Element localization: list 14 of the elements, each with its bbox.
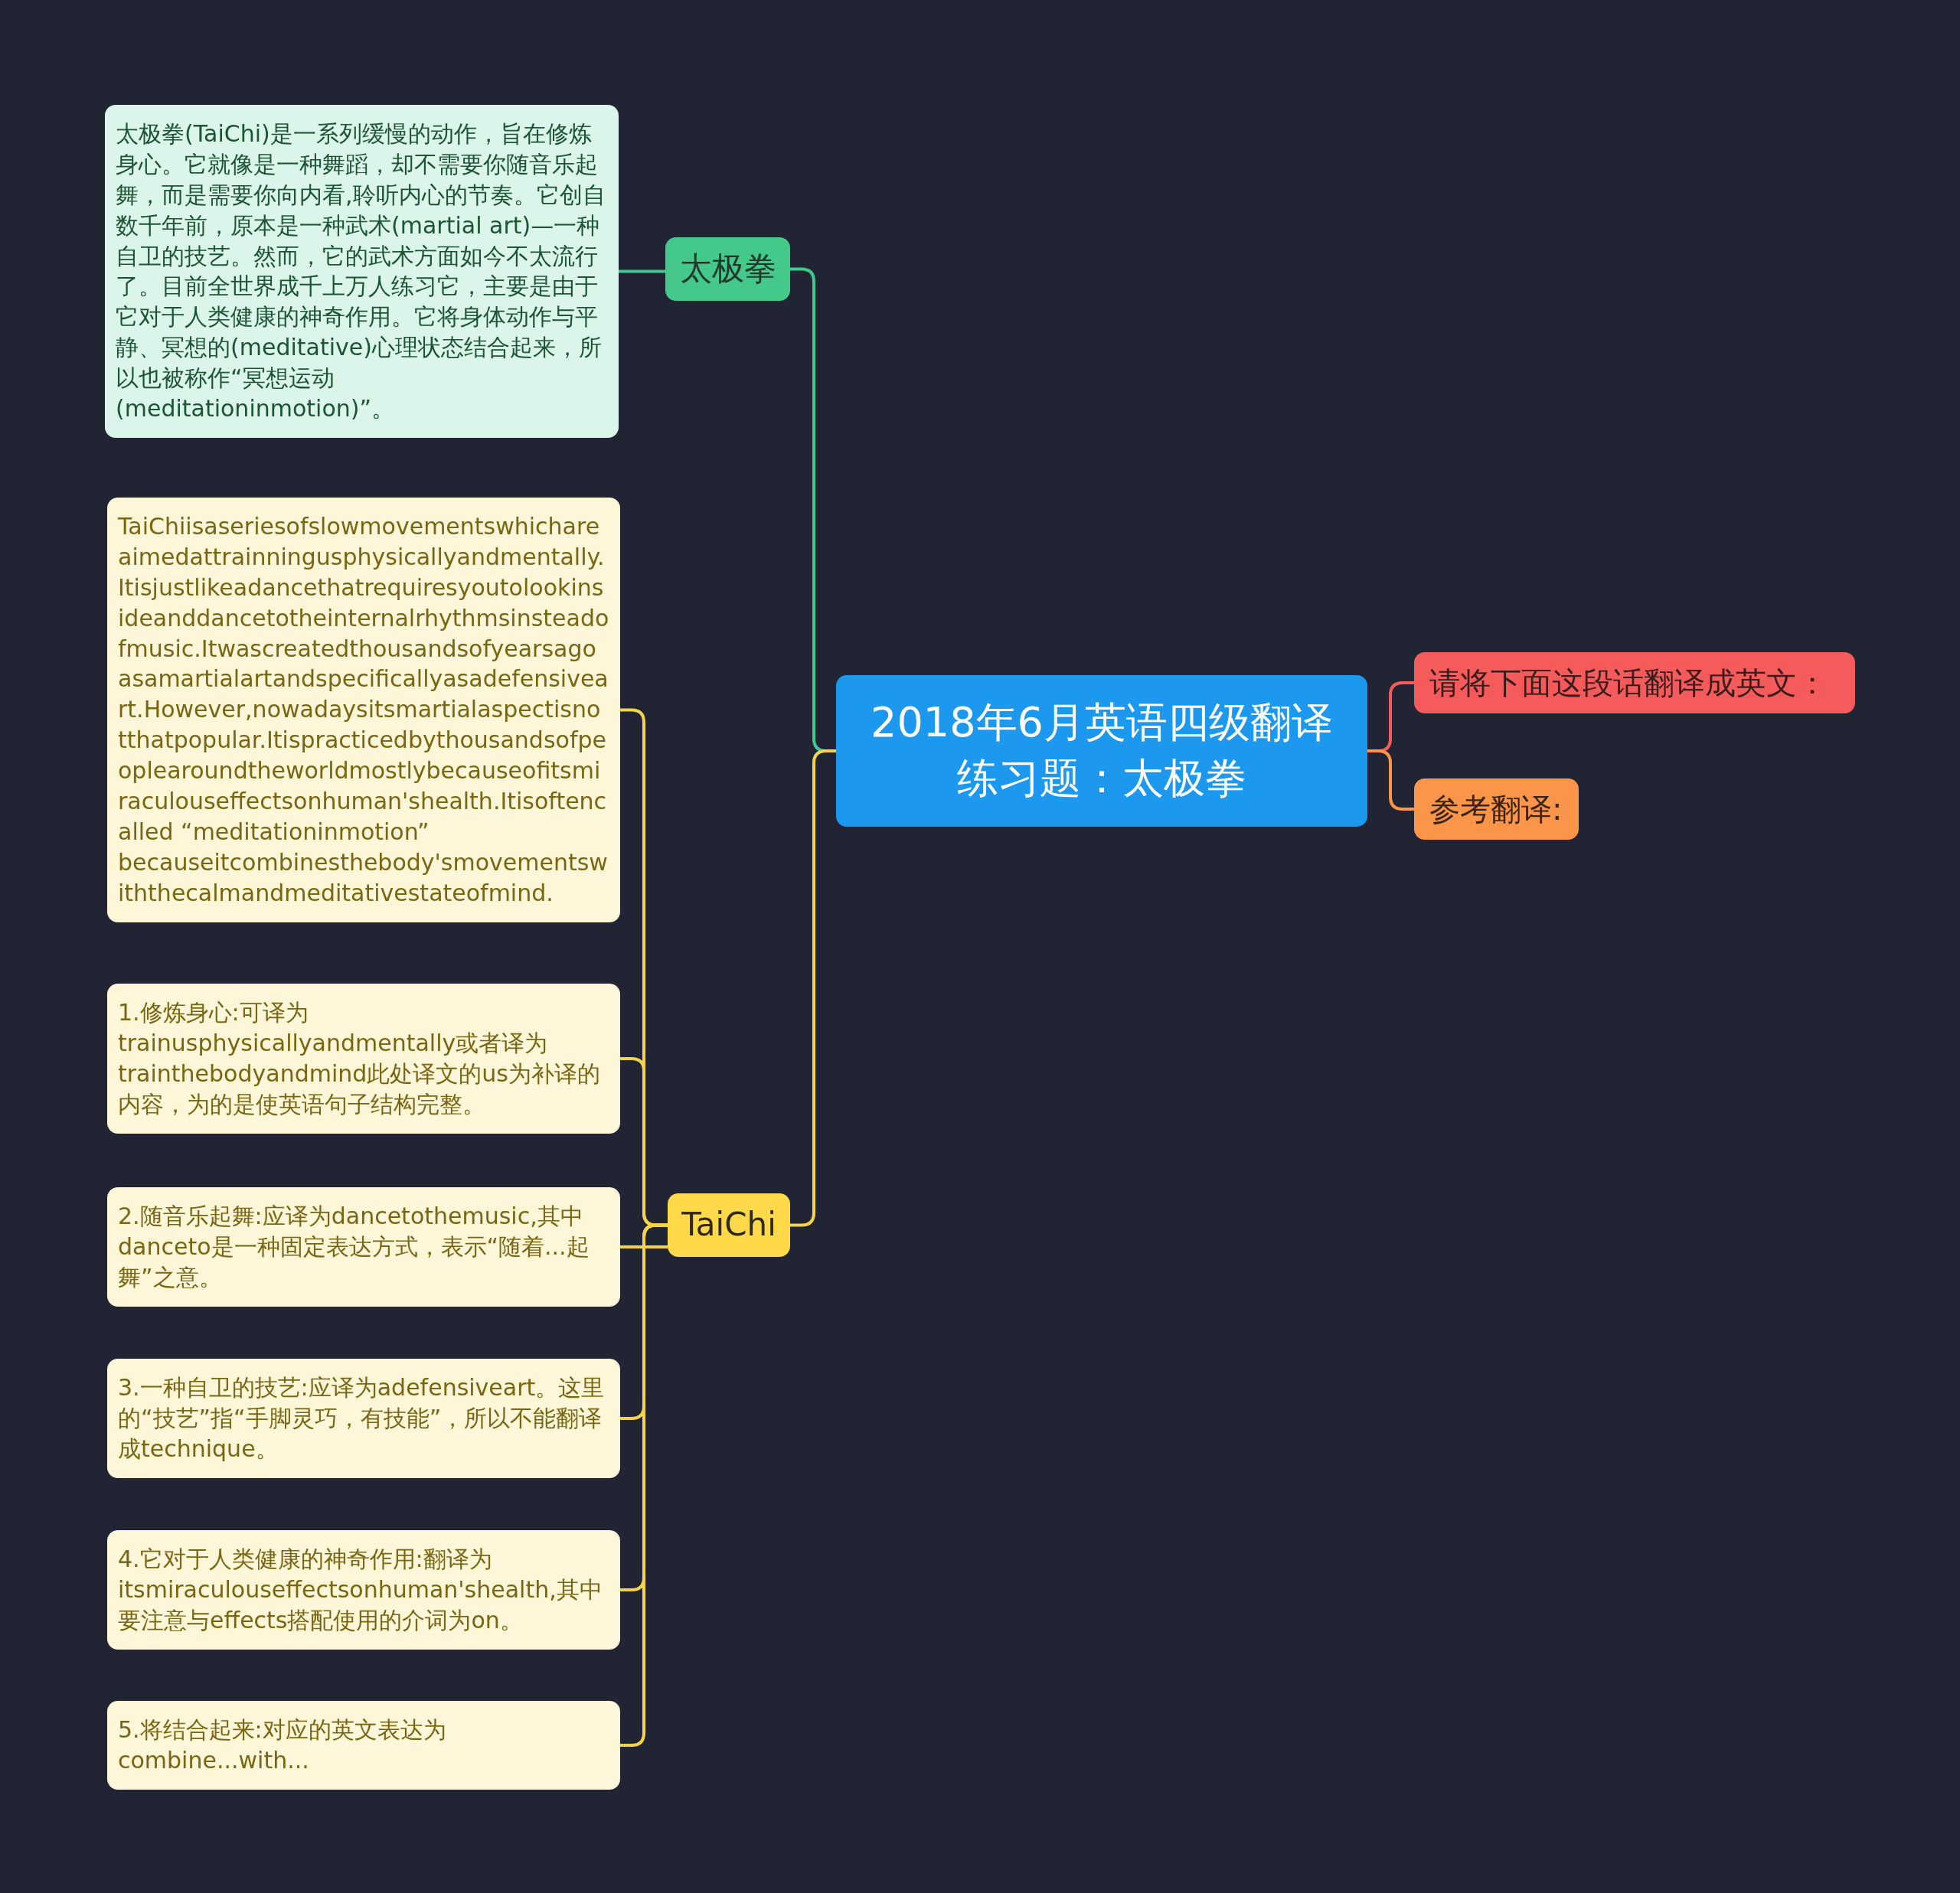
note-box: 太极拳(TaiChi)是一系列缓慢的动作，旨在修炼身心。它就像是一种舞蹈，却不需要你随音乐起舞，而是需要你向内看,聆听内心的节奏。它创自数千年前，原本是一种武术(martial art)—一种自卫的技艺。然而，它的武术方面如今不太流行了。目前全世界成千上万人练习它，主要是由于它对于人类健康的神奇作用。它将身体动作与平静、冥想的(meditative)心理状态结合起来，所以也被称作“冥想运动(meditationinmotion)”。 [105, 105, 619, 438]
topic-box: 太极拳 [665, 237, 790, 301]
note-box: 2.随音乐起舞:应译为dancetothemusic,其中danceto是一种固定表达方式，表示“随着...起舞”之意。 [107, 1187, 620, 1307]
note-box: 3.一种自卫的技艺:应译为adefensiveart。这里的“技艺”指“手脚灵巧，有技能”，所以不能翻译成technique。 [107, 1359, 620, 1478]
note-box: 4.它对于人类健康的神奇作用:翻译为itsmiraculouseffectsonhuman'shealth,其中要注意与effects搭配使用的介词为on。 [107, 1530, 620, 1650]
connector-line [620, 1245, 668, 1248]
note-box: 1.修炼身心:可译为trainusphysicallyandmentally或者译为trainthebodyandmind此处译文的us为补译的内容，为的是使英语句子结构完整。 [107, 984, 620, 1134]
note-box: 5.将结合起来:对应的英文表达为combine...with... [107, 1701, 620, 1790]
root-topic-box: 2018年6月英语四级翻译练习题：太极拳 [836, 675, 1367, 827]
note-box: TaiChiisaseriesofslowmovementswhichareaimedattrainningusphysicallyandmentally.Itisjustlikeadancethatrequiresyoutolookinsideanddancetotheinternalrhythmsinsteadofmusic.Itwascreatedthousandsofyearsagoasamartialartandspecificallyasadefensiveart.However,nowadaysitsmartialaspectisnotthatpopular.Itispracticedbythousandsofpeoplearoundtheworldmostlybecauseofitsmiraculouseffectsonhuman'shealth.Itisoftencalled “meditationinmotion” becauseitcombinesthebody'smovementswiththecalmandmeditativestateofmind. [107, 498, 620, 922]
connector-line [619, 269, 665, 273]
topic-box: TaiChi [668, 1193, 790, 1257]
topic-box: 请将下面这段话翻译成英文： [1414, 652, 1855, 713]
topic-box: 参考翻译: [1414, 778, 1579, 840]
